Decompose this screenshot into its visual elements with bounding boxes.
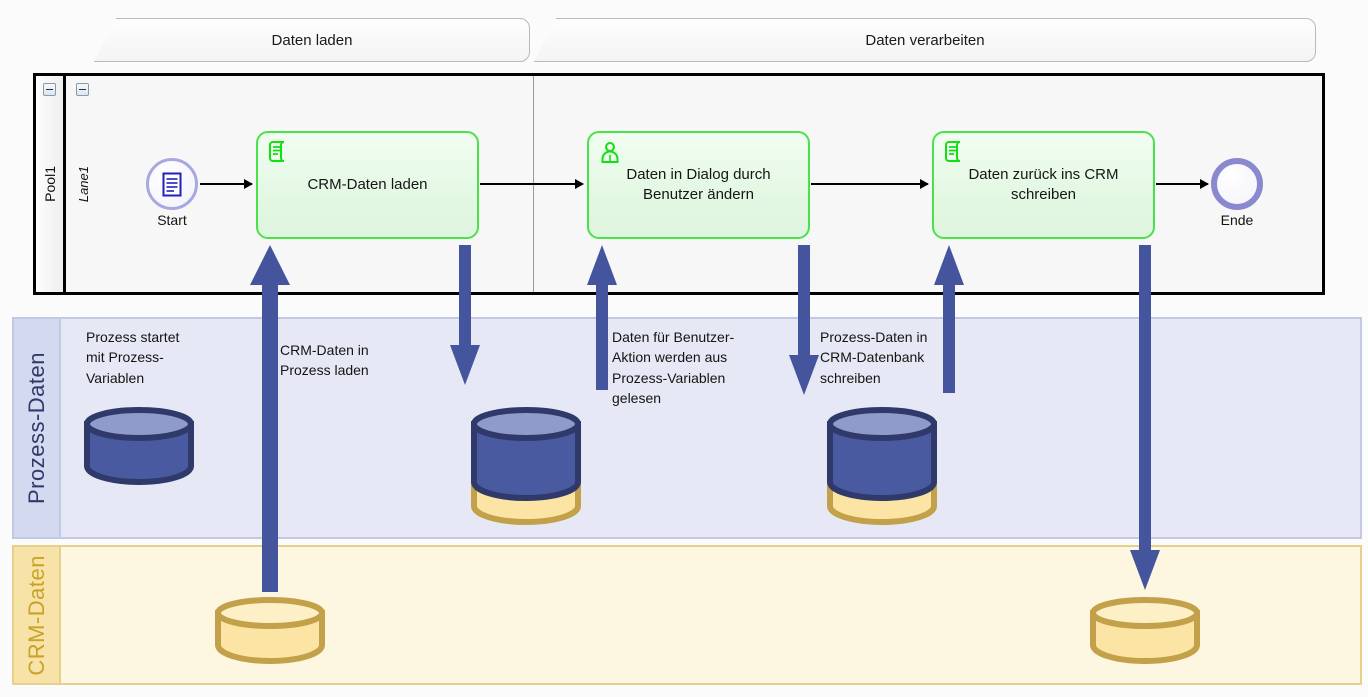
end-event-circle (1211, 158, 1263, 210)
user-task-icon (601, 142, 619, 163)
task-label: Daten zurück ins CRM schreiben (968, 166, 1119, 203)
annotation-daten-fuer-benutzeraktion: Daten für Benutzer- Aktion werden aus Pr… (612, 329, 735, 406)
start-event-label: Start (157, 212, 187, 228)
arrow-down-icon (450, 245, 480, 385)
message-document-icon (162, 172, 182, 196)
database-cylinder-blue (84, 407, 194, 485)
phase-header-daten-verarbeiten[interactable]: Daten verarbeiten (534, 18, 1316, 62)
start-event[interactable]: Start (146, 158, 198, 228)
end-event[interactable]: Ende (1211, 158, 1263, 228)
database-cylinder-yellow (1090, 597, 1200, 664)
minus-box-icon[interactable] (76, 83, 89, 96)
script-task-icon (945, 141, 961, 162)
arrow-down-icon (1130, 245, 1160, 590)
task-daten-in-dialog-aendern[interactable]: Daten in Dialog durch Benutzer ändern (587, 131, 810, 239)
arrow-up-icon (587, 245, 617, 390)
task-label: CRM-Daten laden (307, 176, 428, 194)
database-cylinder-blue-yellow (827, 407, 937, 525)
arrow-up-icon (250, 245, 290, 592)
sequence-flow-task1-to-task2 (480, 179, 584, 189)
band-label: CRM-Daten (23, 554, 49, 676)
sequence-flow-task2-to-task3 (811, 179, 929, 189)
arrow-down-icon (789, 245, 819, 395)
phase-label: Daten laden (271, 31, 353, 49)
band-label: Prozess-Daten (23, 351, 49, 504)
phase-header-daten-laden[interactable]: Daten laden (94, 18, 530, 62)
task-daten-zurueck-ins-crm[interactable]: Daten zurück ins CRM schreiben (932, 131, 1155, 239)
band-header-prozess-daten: Prozess-Daten (14, 319, 61, 537)
database-cylinder-yellow (215, 597, 325, 664)
end-event-label: Ende (1220, 212, 1254, 228)
phase-label: Daten verarbeiten (865, 31, 985, 49)
start-event-circle (146, 158, 198, 210)
annotation-prozess-daten-in-crm: Prozess-Daten in CRM-Datenbank schreiben (820, 329, 928, 386)
task-label: Daten in Dialog durch Benutzer ändern (626, 166, 771, 203)
database-cylinder-blue-yellow (471, 407, 581, 525)
task-crm-daten-laden[interactable]: CRM-Daten laden (256, 131, 479, 239)
minus-box-icon[interactable] (43, 83, 56, 96)
annotation-prozess-startet: Prozess startet mit Prozess- Variablen (86, 329, 180, 386)
band-prozess-daten: Prozess-Daten (12, 317, 1362, 539)
sequence-flow-task3-to-end (1156, 179, 1209, 189)
script-task-icon (269, 141, 285, 162)
lane-header[interactable]: Lane1 (69, 76, 97, 292)
annotation-crm-daten-laden: CRM-Daten in Prozess laden (280, 342, 369, 379)
pool-header[interactable]: Pool1 (36, 76, 66, 292)
sequence-flow-start-to-task1 (200, 179, 253, 189)
arrow-up-icon (934, 245, 964, 393)
lane-label: Lane1 (75, 165, 91, 203)
band-header-crm-daten: CRM-Daten (14, 547, 61, 683)
pool-label: Pool1 (41, 166, 58, 202)
